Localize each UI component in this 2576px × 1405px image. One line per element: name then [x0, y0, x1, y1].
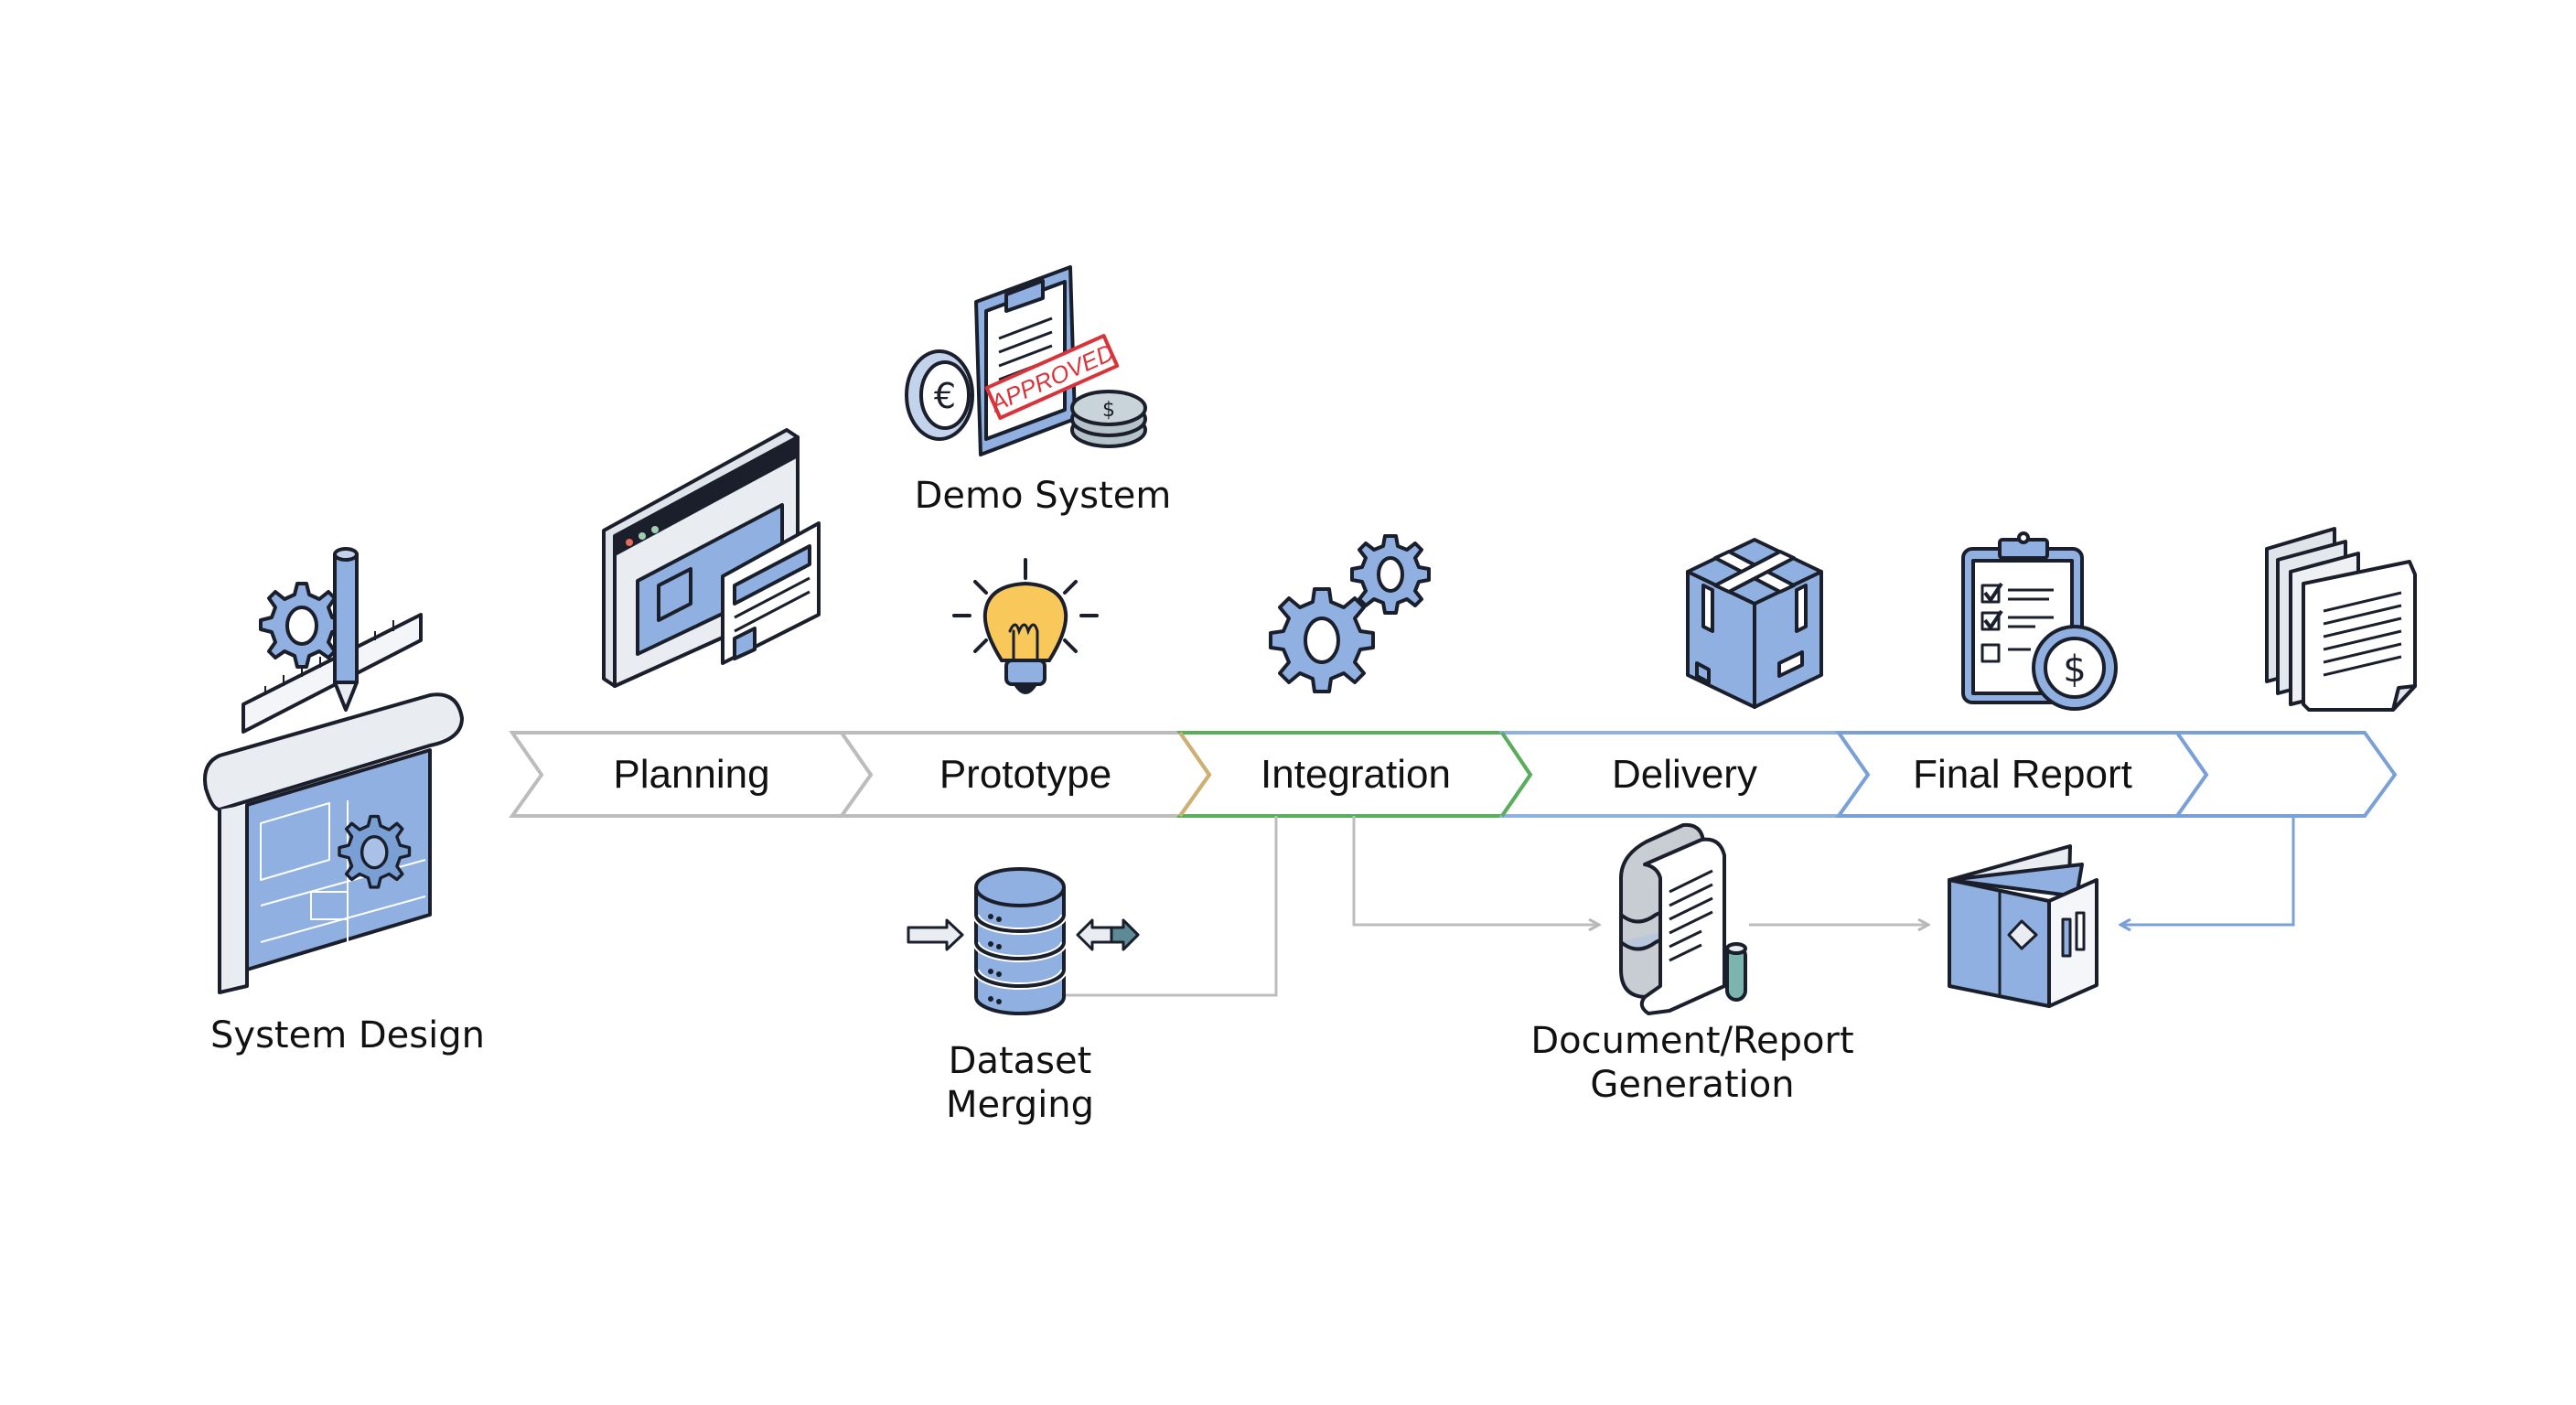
- stage-label-delivery: Delivery: [1612, 752, 1757, 797]
- package-box-icon: [1686, 538, 1823, 709]
- gears-icon: [1269, 534, 1431, 693]
- approved-clipboard-coins-icon: € APPROVED $: [905, 265, 1147, 456]
- checklist-dollar-icon: $: [1961, 531, 2118, 711]
- stage-chevron-end[interactable]: [2174, 731, 2398, 818]
- lightbulb-icon: [952, 558, 1099, 694]
- database-icon: [907, 867, 1140, 1015]
- svg-text:$: $: [2063, 649, 2086, 691]
- scroll-database-icon: [1619, 822, 1747, 1015]
- folded-brochure-icon: [1948, 844, 2098, 1008]
- svg-text:$: $: [1102, 399, 1115, 422]
- svg-text:€: €: [934, 376, 956, 416]
- stage-label-final-report: Final Report: [1913, 752, 2132, 797]
- arrow-in-icon: [907, 918, 964, 951]
- blueprint-gear-icon: [203, 547, 464, 994]
- stage-label-prototype: Prototype: [939, 752, 1112, 797]
- connector-integration-to-dataset: [1061, 816, 1278, 997]
- connector-integration-to-docgen: [1352, 816, 1599, 925]
- document-stack-icon: [2265, 527, 2417, 712]
- stage-label-integration: Integration: [1261, 752, 1451, 797]
- browser-window-icon: [602, 428, 821, 688]
- label-dataset-merging: Dataset Merging: [945, 1040, 1095, 1126]
- stage-label-planning: Planning: [613, 752, 770, 797]
- connector-end-to-brochure: [2120, 816, 2295, 925]
- label-system-design: System Design: [210, 1014, 485, 1056]
- connectors: [1061, 816, 2295, 997]
- label-document-report-generation: Document/Report Generation: [1530, 1020, 1854, 1106]
- label-demo-system: Demo System: [914, 475, 1172, 517]
- pipeline: [509, 731, 2398, 818]
